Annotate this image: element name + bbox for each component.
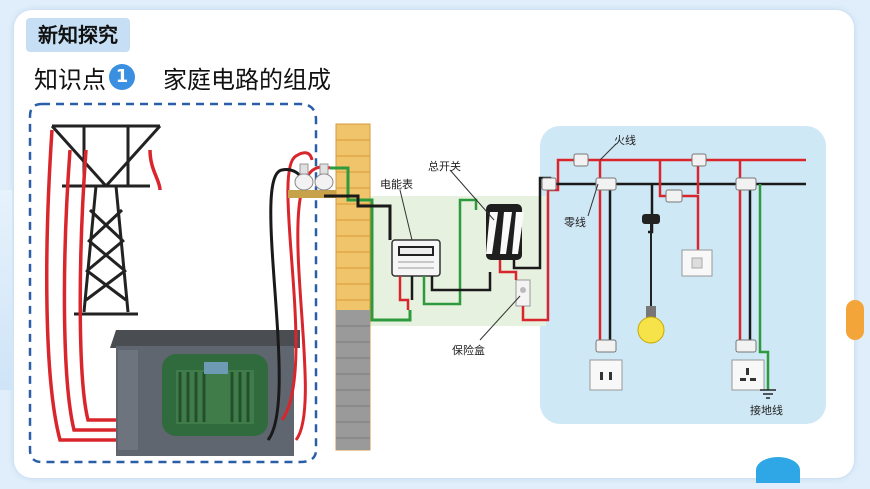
transformer-box xyxy=(110,330,300,456)
incoming-wires xyxy=(324,166,412,322)
section-tag: 新知探究 xyxy=(26,18,130,52)
bottom-decoration xyxy=(756,457,800,483)
page-title: 知识点 1 家庭电路的组成 xyxy=(34,60,331,94)
wire-junctions xyxy=(541,153,757,353)
electricity-meter xyxy=(391,239,441,277)
wall-switch xyxy=(681,249,713,277)
left-decoration xyxy=(0,190,12,390)
meter-wires xyxy=(398,198,492,310)
label-meter: 电能表 xyxy=(380,178,413,191)
brick-wall xyxy=(335,123,371,451)
two-pin-socket xyxy=(589,359,623,391)
three-pin-socket xyxy=(731,359,765,391)
label-neutral-wire: 零线 xyxy=(564,216,586,229)
transmission-tower xyxy=(50,124,162,316)
right-decoration xyxy=(846,300,864,340)
label-fuse-box: 保险盒 xyxy=(452,344,485,357)
label-leaders xyxy=(399,143,617,341)
supply-wires xyxy=(45,129,162,442)
insulators xyxy=(288,163,338,198)
main-switch xyxy=(486,204,524,260)
label-main-switch: 总开关 xyxy=(428,160,461,173)
light-bulb xyxy=(637,214,665,344)
title-topic: 家庭电路的组成 xyxy=(163,65,331,94)
knowledge-number-badge: 1 xyxy=(109,64,135,90)
ground-symbol xyxy=(760,389,776,399)
title-prefix: 知识点 xyxy=(34,65,106,94)
label-ground-wire: 接地线 xyxy=(750,404,783,417)
service-drop-wires xyxy=(266,151,331,441)
label-live-wire: 火线 xyxy=(614,134,636,147)
supply-dashed-boundary xyxy=(28,102,318,464)
fuse-box xyxy=(515,279,531,307)
